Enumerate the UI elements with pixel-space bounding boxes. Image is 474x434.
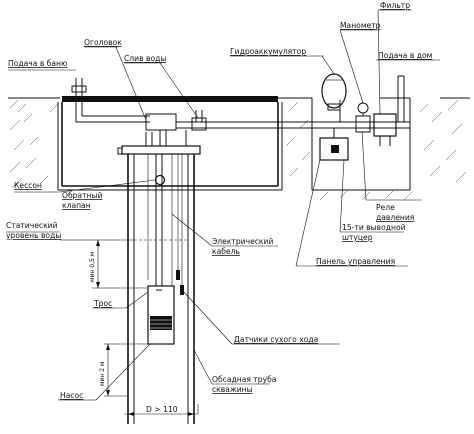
control-panel <box>319 128 349 161</box>
pipes <box>71 75 410 148</box>
label-obsadnaya-line2: скважины <box>212 385 253 394</box>
label-elektr-kabel-line2: кабель <box>212 247 240 256</box>
label-shtutser-line2: штуцер <box>342 233 373 242</box>
label-stat-uroven-line2: уровень воды <box>6 231 61 240</box>
hydraulic-accumulator <box>321 73 347 111</box>
dimension-lines <box>60 239 199 416</box>
label-podacha-v-dom: Подача в дом <box>378 51 433 60</box>
label-datchiki: Датчики сухого хода <box>234 335 318 344</box>
label-kesson: Кессон <box>14 181 42 190</box>
label-nasos: Насос <box>60 391 83 400</box>
label-depth-min-0-5: мин 0,5 м <box>89 252 96 282</box>
label-panel-upravleniya: Панель управления <box>316 257 395 266</box>
label-elektr-kabel-line1: Электрический <box>212 237 273 246</box>
well-casing <box>121 132 201 424</box>
ground-hatching <box>8 97 470 201</box>
label-obratny-klapan-line2: клапан <box>62 201 91 210</box>
label-obratny-klapan-line1: Обратный <box>62 191 103 200</box>
caisson <box>57 96 283 191</box>
leader-lines <box>6 9 440 401</box>
label-filtr: Фильтр <box>380 1 410 10</box>
label-rele-line1: Реле <box>376 203 395 212</box>
label-depth-min-2: мин 2 м <box>99 361 106 386</box>
label-manometr: Манометр <box>340 21 381 30</box>
label-ogolovok: Оголовок <box>84 38 122 47</box>
label-tros: Трос <box>93 299 112 308</box>
label-stat-uroven-line1: Статический <box>6 221 58 230</box>
label-slive-vody: Слив воды <box>124 54 166 63</box>
label-podacha-v-banyu: Подача в баню <box>8 59 67 68</box>
label-obsadnaya-line1: Обсадная труба <box>212 375 276 384</box>
label-rele-line2: давления <box>376 213 414 222</box>
label-diameter: D > 110 <box>146 405 178 414</box>
label-gidroakkumulyator: Гидроаккумулятор <box>230 47 306 56</box>
labels: Оголовок Слив воды Манометр Фильтр Подач… <box>6 1 433 414</box>
label-shtutser-line1: 15-ти выводной <box>342 223 406 232</box>
